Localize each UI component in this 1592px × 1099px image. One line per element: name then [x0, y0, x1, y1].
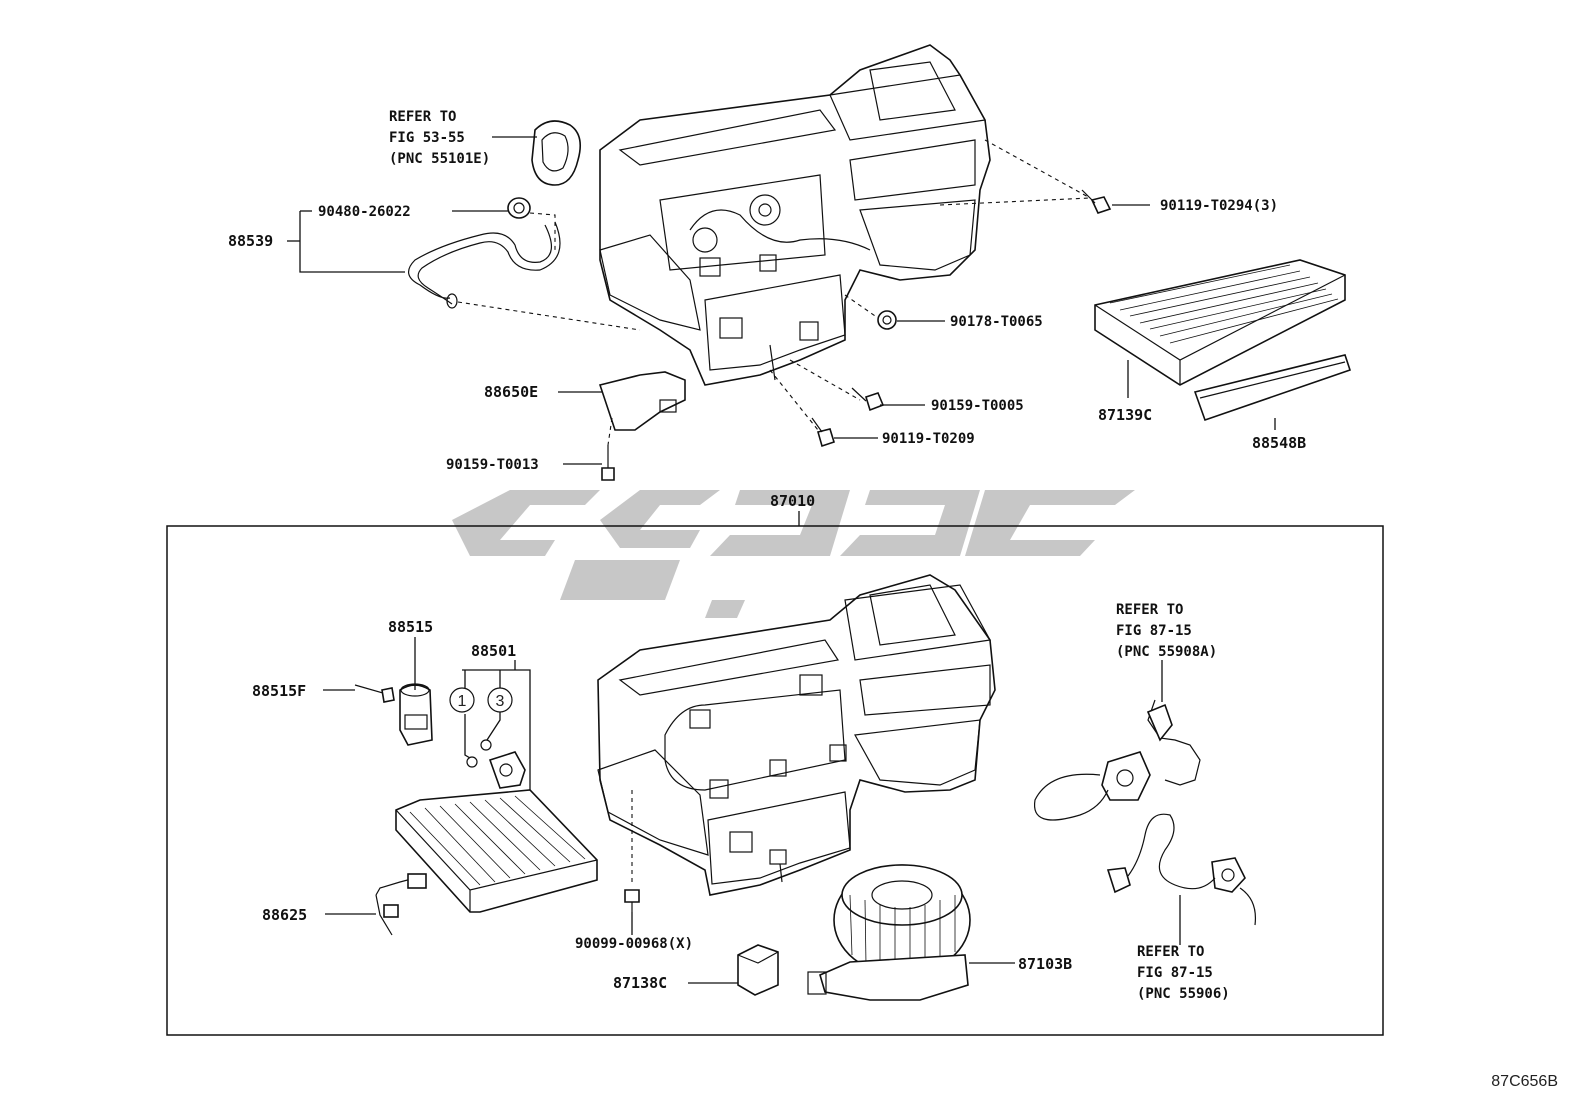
- blower-resistor-part: [737, 944, 779, 996]
- part-label-88548b: 88548B: [1252, 434, 1306, 452]
- part-label-87138c: 87138C: [613, 974, 667, 992]
- o-ring-part: [466, 739, 492, 768]
- refer-bottom-line3: (PNC 55906): [1137, 986, 1230, 1002]
- expansion-valve-part: [399, 683, 433, 746]
- diagram-code: 87C656B: [1491, 1073, 1558, 1090]
- part-label-90099-00968: 90099-00968(X): [575, 936, 693, 952]
- assembly-box-87010: [166, 525, 1384, 1036]
- refer-top-line2: FIG 53-55: [389, 130, 465, 146]
- refer-mid-line1: REFER TO: [1116, 602, 1183, 618]
- bracket-part: [598, 371, 686, 431]
- top-leader-lines: [287, 136, 1276, 465]
- part-label-87139c: 87139C: [1098, 406, 1152, 424]
- bolt-part: [811, 417, 835, 448]
- part-label-90119-t0209: 90119-T0209: [882, 431, 975, 447]
- part-label-87103b: 87103B: [1018, 955, 1072, 973]
- part-label-88515: 88515: [388, 618, 433, 636]
- bolt-part: [601, 445, 615, 481]
- circled-ref-1: 1: [449, 687, 475, 713]
- bolt-part: [1081, 189, 1112, 214]
- part-label-88650e: 88650E: [484, 383, 538, 401]
- servo-motor-part: [1106, 813, 1257, 926]
- part-label-90178-t0065: 90178-T0065: [950, 314, 1043, 330]
- grommet-part: [531, 120, 581, 186]
- servo-motor-part: [1033, 699, 1201, 821]
- part-label-87010: 87010: [770, 492, 815, 510]
- part-label-88515f: 88515F: [252, 682, 306, 700]
- part-label-88501: 88501: [471, 642, 516, 660]
- part-label-88625: 88625: [262, 906, 307, 924]
- filter-frame-part: [1193, 354, 1352, 422]
- blower-motor-part: [807, 864, 971, 1001]
- part-label-88539: 88539: [228, 232, 273, 250]
- circled-ref-3-text: 3: [496, 693, 505, 710]
- circled-ref-3: 3: [487, 687, 513, 713]
- part-label-90159-t0005: 90159-T0005: [931, 398, 1024, 414]
- top-dashed-leaders: [457, 139, 1091, 446]
- evaporator-part: [395, 751, 598, 913]
- refer-mid-line2: FIG 87-15: [1116, 623, 1192, 639]
- refer-bottom-line2: FIG 87-15: [1137, 965, 1213, 981]
- refer-top-line1: REFER TO: [389, 109, 456, 125]
- screw-part: [624, 790, 640, 912]
- heater-unit-assembly-bottom: [597, 574, 996, 896]
- drain-hose-part: [408, 197, 561, 309]
- bottom-leader-lines: [323, 637, 1181, 984]
- part-label-90159-t0013: 90159-T0013: [446, 457, 539, 473]
- cabin-filter-part: [1094, 259, 1346, 386]
- refer-top-line3: (PNC 55101E): [389, 151, 490, 167]
- refer-mid-line3: (PNC 55908A): [1116, 644, 1217, 660]
- part-label-90480-26022: 90480-26022: [318, 204, 411, 220]
- heater-unit-assembly-top: [599, 44, 991, 386]
- refer-bottom-line1: REFER TO: [1137, 944, 1204, 960]
- bolt-part: [851, 387, 885, 412]
- bolt-part: [354, 684, 395, 703]
- nut-part: [877, 310, 897, 330]
- thermistor-sensor-part: [375, 873, 427, 936]
- part-label-90119-t0294: 90119-T0294(3): [1160, 198, 1278, 214]
- watermark-logo: [452, 490, 1135, 618]
- circled-ref-1-text: 1: [458, 693, 467, 710]
